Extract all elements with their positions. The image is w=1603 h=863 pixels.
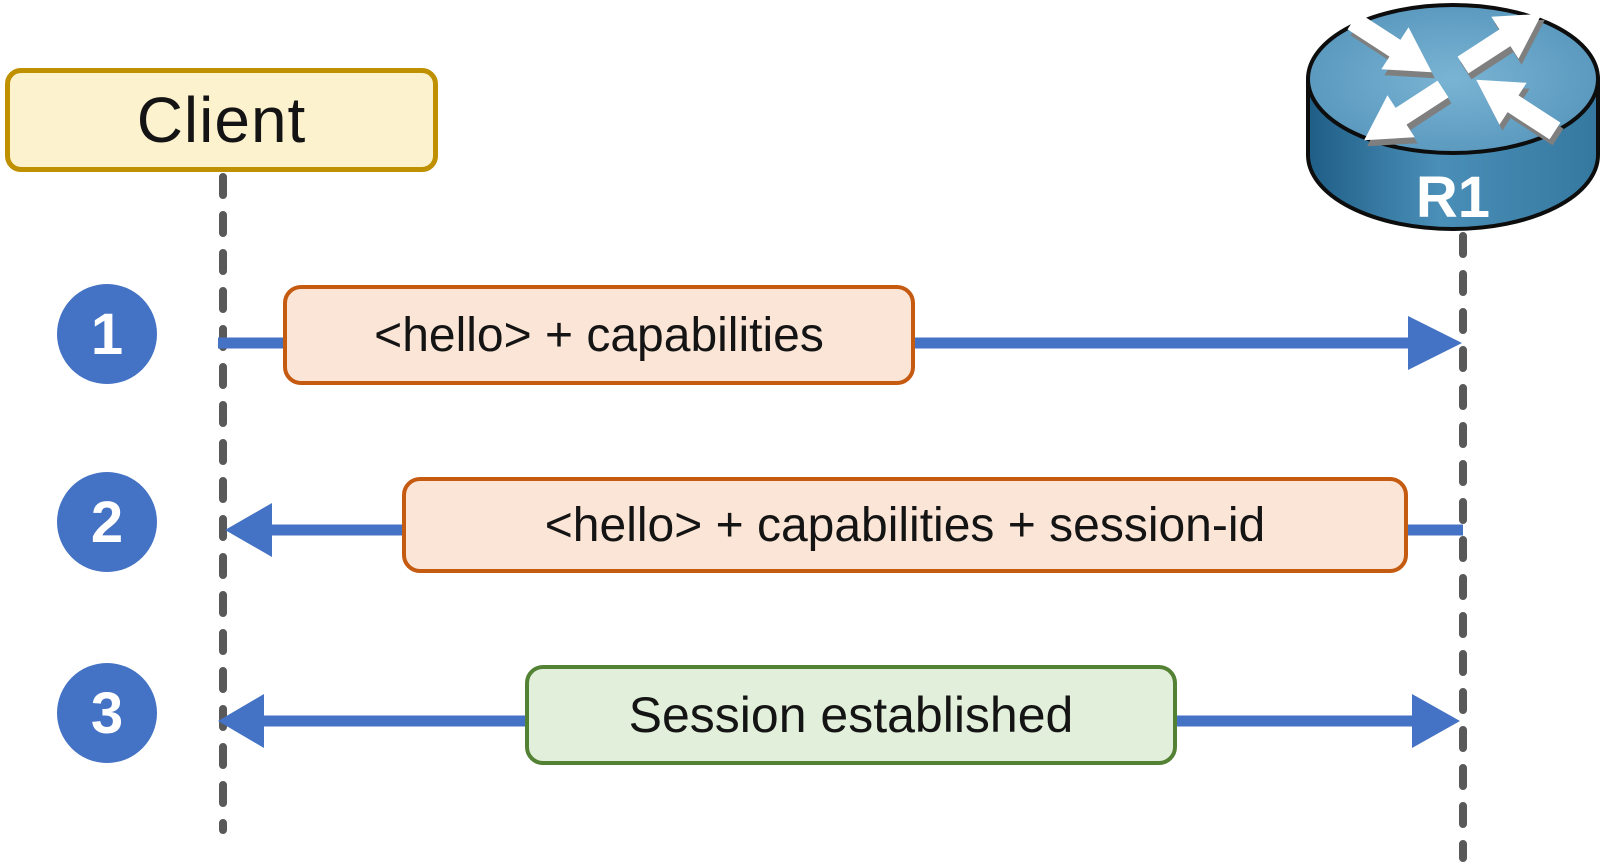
message-label: Session established bbox=[628, 687, 1074, 743]
step-badge-1: 1 bbox=[57, 284, 157, 384]
router-label: R1 bbox=[1416, 165, 1490, 230]
message-label: <hello> + capabilities bbox=[374, 308, 824, 362]
message-box-hello-capabilities: <hello> + capabilities bbox=[283, 285, 915, 385]
message-box-session-established: Session established bbox=[525, 665, 1177, 765]
step-number: 3 bbox=[90, 680, 124, 746]
client-label: Client bbox=[136, 84, 307, 156]
message-box-hello-capabilities-session-id: <hello> + capabilities + session-id bbox=[402, 477, 1408, 573]
step-badge-3: 3 bbox=[57, 663, 157, 763]
step-number: 1 bbox=[90, 301, 124, 367]
message-label: <hello> + capabilities + session-id bbox=[544, 498, 1266, 552]
step-badge-2: 2 bbox=[57, 472, 157, 572]
router-icon: R1 bbox=[1306, 1, 1600, 231]
step-number: 2 bbox=[90, 489, 124, 555]
client-actor-box: Client bbox=[5, 68, 438, 172]
